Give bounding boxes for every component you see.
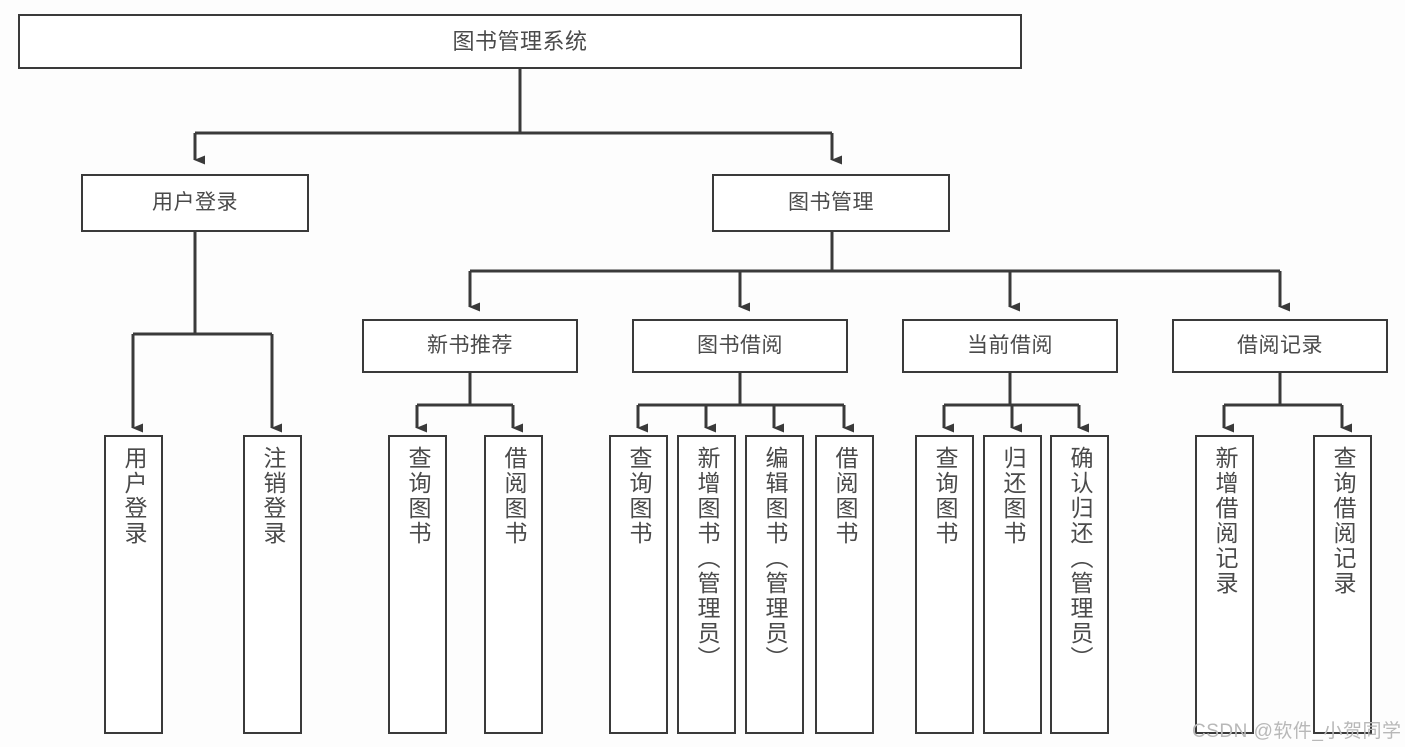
node-label: 借阅图书	[832, 446, 858, 546]
leaf-confirm-return[interactable]: 确认归还（管理员）	[1050, 435, 1109, 734]
node-book-manage[interactable]: 图书管理	[712, 174, 950, 232]
node-label: 确认归还（管理员）	[1067, 446, 1093, 671]
node-label: 图书借阅	[697, 333, 783, 357]
leaf-user-login[interactable]: 用户登录	[104, 435, 163, 734]
node-label: 用户登录	[121, 446, 147, 546]
csdn-watermark: CSDN @软件_小贺同学	[1192, 721, 1402, 742]
node-label: 归还图书	[1000, 446, 1026, 546]
leaf-query-record[interactable]: 查询借阅记录	[1313, 435, 1372, 734]
leaf-borrow-book-2[interactable]: 借阅图书	[815, 435, 874, 734]
node-label: 查询图书	[932, 446, 958, 546]
node-label: 当前借阅	[967, 333, 1053, 357]
node-label: 查询借阅记录	[1330, 446, 1356, 596]
leaf-query-book-2[interactable]: 查询图书	[609, 435, 668, 734]
leaf-add-book[interactable]: 新增图书（管理员）	[677, 435, 736, 734]
node-new-book-recommend[interactable]: 新书推荐	[362, 319, 578, 373]
leaf-logout[interactable]: 注销登录	[243, 435, 302, 734]
node-label: 图书管理	[788, 190, 874, 214]
node-label: 用户登录	[152, 190, 238, 214]
node-borrow-record[interactable]: 借阅记录	[1172, 319, 1388, 373]
leaf-return-book[interactable]: 归还图书	[983, 435, 1042, 734]
leaf-edit-book[interactable]: 编辑图书（管理员）	[745, 435, 804, 734]
node-book-borrow[interactable]: 图书借阅	[632, 319, 848, 373]
node-label: 借阅记录	[1237, 333, 1323, 357]
leaf-query-book-1[interactable]: 查询图书	[388, 435, 447, 734]
node-label: 查询图书	[405, 446, 431, 546]
leaf-query-book-3[interactable]: 查询图书	[915, 435, 974, 734]
node-label: 编辑图书（管理员）	[762, 446, 788, 671]
node-label: 查询图书	[626, 446, 652, 546]
node-label: 注销登录	[260, 446, 286, 546]
node-root-system[interactable]: 图书管理系统	[18, 14, 1022, 69]
node-current-borrow[interactable]: 当前借阅	[902, 319, 1118, 373]
node-label: 新增借阅记录	[1212, 446, 1238, 596]
leaf-add-record[interactable]: 新增借阅记录	[1195, 435, 1254, 734]
leaf-borrow-book-1[interactable]: 借阅图书	[484, 435, 543, 734]
node-label: 新书推荐	[427, 333, 513, 357]
node-label: 新增图书（管理员）	[694, 446, 720, 671]
node-label: 图书管理系统	[452, 28, 588, 54]
node-label: 借阅图书	[501, 446, 527, 546]
node-user-login[interactable]: 用户登录	[81, 174, 309, 232]
